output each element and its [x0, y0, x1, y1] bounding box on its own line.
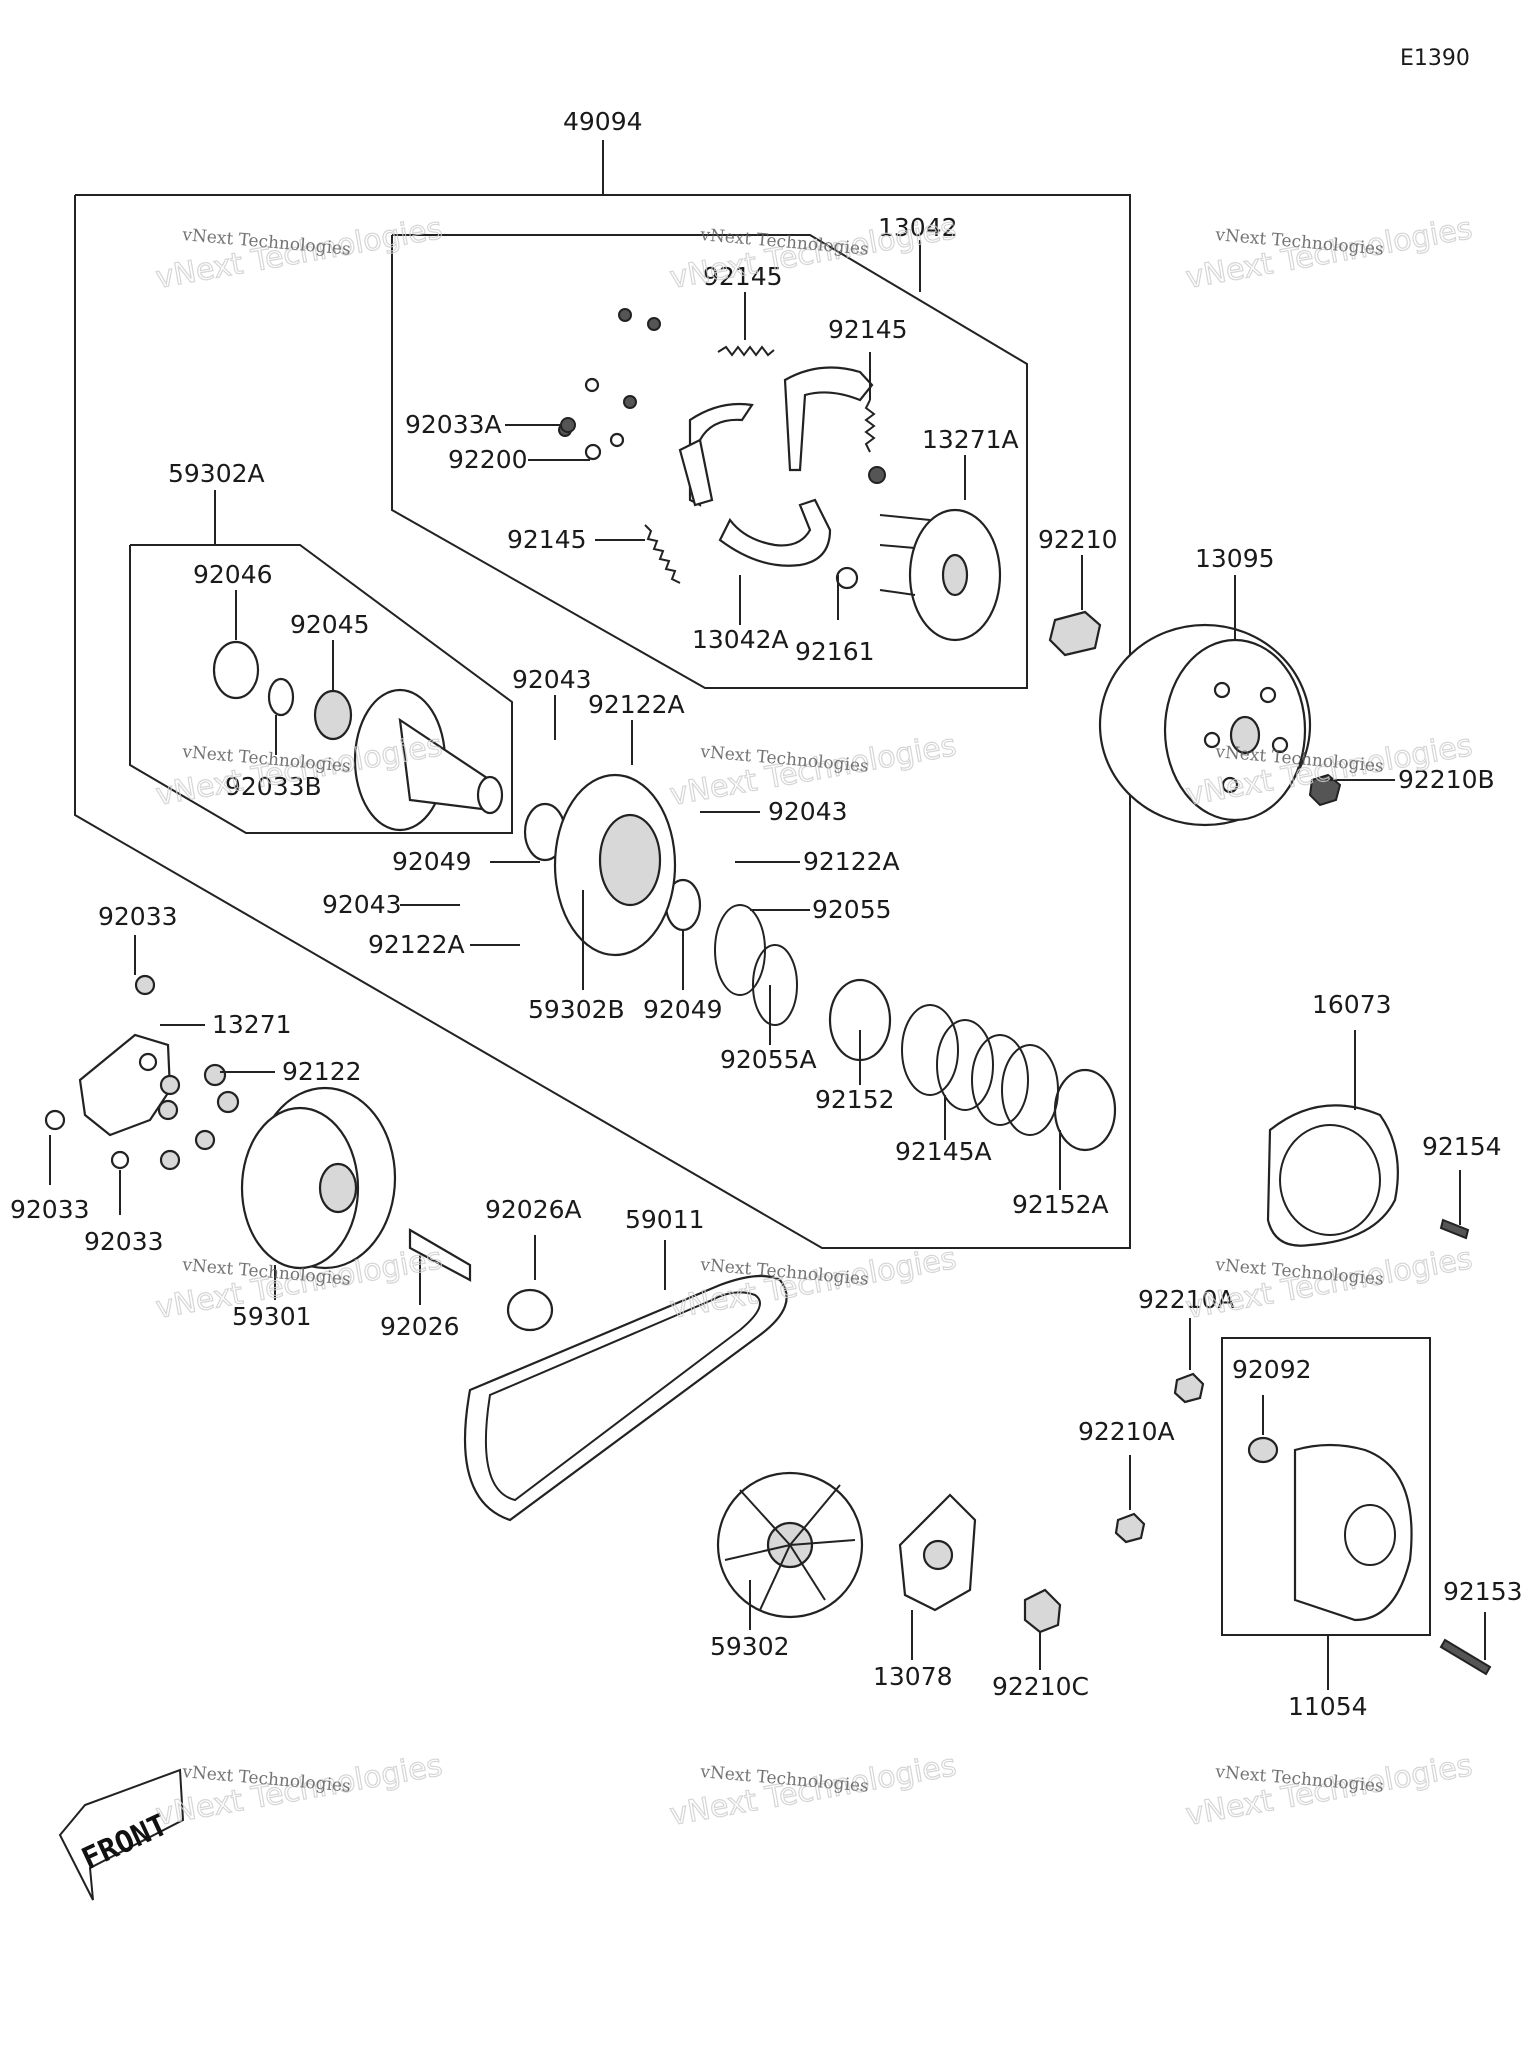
assembly-box-49094	[74, 194, 1131, 1249]
part-label: 92210C	[992, 1672, 1089, 1701]
part-label: 92026A	[485, 1195, 582, 1224]
part-label: 13042A	[692, 625, 789, 654]
part-label: 92210	[1038, 525, 1118, 554]
part-label: 92092	[1232, 1355, 1312, 1384]
part-label: 92046	[193, 560, 273, 589]
part-label: 13078	[873, 1662, 953, 1691]
movable-sheave-59302A-part	[212, 640, 504, 832]
part-label: 11054	[1288, 1692, 1368, 1721]
front-direction-arrow: FRONT	[58, 1768, 185, 1901]
part-label: 59302	[710, 1632, 790, 1661]
part-label: 92033	[84, 1227, 164, 1256]
part-label: 13271	[212, 1010, 292, 1039]
nut-92210C-part	[1023, 1588, 1062, 1634]
weight-roller-92122-part	[157, 1063, 240, 1171]
part-label: 92049	[392, 847, 472, 876]
part-label: 92200	[448, 445, 528, 474]
assembly-box-11054	[1221, 1337, 1431, 1636]
clutch-shoe-assembly-part	[678, 366, 874, 567]
part-label: 92055A	[720, 1045, 817, 1074]
part-label: 92154	[1422, 1132, 1502, 1161]
part-label: 59302B	[528, 995, 625, 1024]
part-label: 92045	[290, 610, 370, 639]
part-label: 92152	[815, 1085, 895, 1114]
assembly-box-59302A	[129, 544, 513, 834]
part-label: 92210B	[1398, 765, 1495, 794]
o-ring-92055-part	[714, 904, 798, 1026]
part-label: 92043	[768, 797, 848, 826]
part-label: 92210A	[1138, 1285, 1235, 1314]
bolt-92153-part	[1439, 1638, 1492, 1676]
part-label: 92153	[1443, 1577, 1523, 1606]
part-label: 92145	[703, 262, 783, 291]
part-label: 92152A	[1012, 1190, 1109, 1219]
part-label: 92122A	[588, 690, 685, 719]
ramp-plate-13271-part	[44, 974, 172, 1170]
part-label: 92055	[812, 895, 892, 924]
part-label: 13095	[1195, 544, 1275, 573]
plate-11054-part	[1247, 1436, 1413, 1622]
part-label: 16073	[1312, 990, 1392, 1019]
seal-92049-part	[523, 802, 702, 932]
nut-92210A-1-part	[1173, 1372, 1205, 1404]
part-label: 13042	[878, 213, 958, 242]
nut-92210A-2-part	[1114, 1512, 1146, 1544]
part-label: 92122A	[368, 930, 465, 959]
part-label: 49094	[563, 107, 643, 136]
part-label: 59302A	[168, 459, 265, 488]
part-label: 92033B	[225, 772, 322, 801]
part-label: 92033	[98, 902, 178, 931]
part-label: 92043	[322, 890, 402, 919]
cover-16073-part	[1266, 1104, 1399, 1247]
part-label: 92033A	[405, 410, 502, 439]
part-label: 92033	[10, 1195, 90, 1224]
leader-lines	[49, 140, 1486, 1690]
part-labels: 49094 13042 92145 92145 92033A 92200 132…	[10, 107, 1523, 1721]
part-label: 92145	[828, 315, 908, 344]
drive-face-59301-part	[240, 1086, 397, 1270]
part-label: 13271A	[922, 425, 1019, 454]
fan-59302-part	[716, 1471, 864, 1619]
clutch-drum-13095-part	[1098, 623, 1312, 827]
nut-92210-part	[1048, 610, 1102, 657]
collar-92152-part	[828, 978, 1117, 1152]
diagram-code: E1390	[1400, 46, 1470, 71]
assembly-box-13042	[391, 234, 1028, 689]
drive-belt-59011-part	[463, 1274, 788, 1522]
part-label: 92161	[795, 637, 875, 666]
small-hardware-part	[558, 308, 886, 590]
part-label: 59011	[625, 1205, 705, 1234]
part-label: 92145	[507, 525, 587, 554]
part-label: 92026	[380, 1312, 460, 1341]
clutch-plate-part	[879, 508, 1002, 642]
nut-92210B-part	[1308, 773, 1342, 807]
part-label: 92122	[282, 1057, 362, 1086]
collar-92026-part	[408, 1228, 554, 1332]
part-label: 92043	[512, 665, 592, 694]
part-label: 92122A	[803, 847, 900, 876]
part-label: 59301	[232, 1302, 312, 1331]
part-label: 92049	[643, 995, 723, 1024]
part-label: 92145A	[895, 1137, 992, 1166]
pulley-13078-part	[898, 1493, 977, 1612]
spring-part	[644, 345, 876, 584]
bolt-92154-part	[1439, 1218, 1470, 1240]
torque-spring-92145A-part	[901, 1004, 1059, 1136]
fixed-sheave-59302B-part	[553, 773, 677, 957]
part-label: 92210A	[1078, 1417, 1175, 1446]
